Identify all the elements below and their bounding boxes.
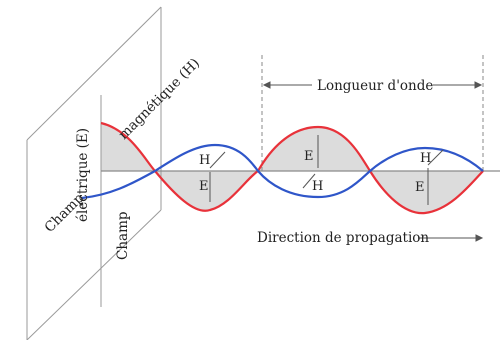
label-electric-field: électrique (E) (75, 128, 91, 222)
label-H-2: H (312, 179, 323, 194)
label-E-2: E (304, 149, 314, 164)
wavelength-arrow (262, 81, 483, 89)
label-wavelength: Longueur d'onde (317, 78, 433, 94)
label-propagation: Direction de propagation (257, 230, 429, 246)
label-H-3: H (420, 151, 431, 166)
magnetic-wave (81, 143, 484, 200)
electric-wave (100, 121, 484, 215)
label-E-1: E (199, 179, 209, 194)
label-H-1: H (199, 153, 210, 168)
label-magnetic-field: magnétique (H) (116, 55, 204, 143)
electric-lobe-1 (101, 123, 155, 171)
label-champ-plane-2: Champ (115, 211, 131, 260)
electric-lobe-2 (155, 171, 258, 211)
electric-plane (26, 6, 162, 340)
field-arrows (209, 135, 444, 205)
label-E-3: E (415, 180, 425, 195)
propagation-arrow (418, 234, 484, 242)
